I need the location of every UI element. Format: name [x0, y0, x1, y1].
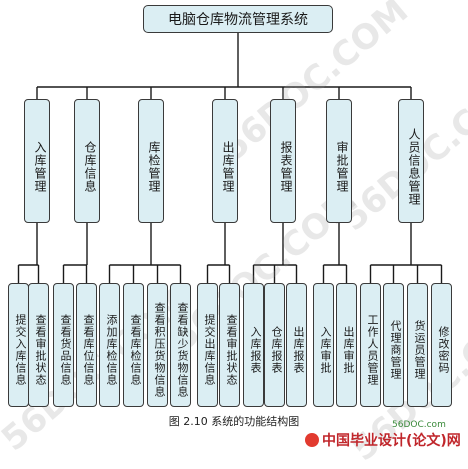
- function-label: 出库报表: [292, 326, 305, 374]
- function-box: 入库报表: [243, 283, 264, 407]
- function-box: 提交入库信息: [8, 283, 29, 407]
- brand-logo: 中国毕业设计(论文)网: [305, 430, 461, 450]
- function-box: 查看审批状态: [219, 283, 240, 407]
- function-label: 修改密码: [437, 326, 450, 374]
- brand-name: 中国毕业设计(论文)网: [322, 433, 461, 449]
- function-label: 代理商管理: [389, 320, 402, 380]
- function-label: 提交入库信息: [14, 314, 27, 386]
- function-box: 货运员管理: [407, 283, 428, 407]
- function-label: 查看缺少货物信息: [176, 302, 189, 398]
- system-title: 电脑仓库物流管理系统: [168, 12, 308, 28]
- function-label: 提交出库信息: [203, 314, 216, 386]
- function-box: 工作人员管理: [360, 283, 381, 407]
- function-box: 查看库检信息: [123, 283, 144, 407]
- function-box: 查看库位信息: [76, 283, 97, 407]
- module-label: 库检管理: [147, 141, 161, 193]
- module-box: 出库管理: [212, 99, 238, 223]
- module-label: 入库管理: [33, 141, 47, 193]
- figure-caption: 图 2.10 系统的功能结构图: [168, 415, 300, 428]
- module-box: 报表管理: [270, 99, 296, 223]
- module-label: 出库管理: [221, 141, 235, 193]
- module-box: 仓库信息: [74, 99, 100, 223]
- system-title-box: 电脑仓库物流管理系统: [143, 5, 333, 33]
- function-box: 仓库报表: [264, 283, 285, 407]
- brand-site: 56DOC.com: [392, 420, 446, 430]
- function-box: 代理商管理: [383, 283, 404, 407]
- function-label: 查看库检信息: [129, 314, 142, 386]
- function-label: 仓库报表: [270, 326, 283, 374]
- function-box: 入库审批: [313, 283, 334, 407]
- function-label: 出库审批: [342, 326, 355, 374]
- function-label: 添加库检信息: [105, 314, 118, 386]
- function-label: 入库审批: [319, 326, 332, 374]
- brand-seal-icon: [305, 433, 319, 447]
- function-box: 出库审批: [336, 283, 357, 407]
- function-label: 查看审批状态: [34, 314, 47, 386]
- function-label: 工作人员管理: [366, 314, 379, 386]
- function-box: 添加库检信息: [99, 283, 120, 407]
- function-box: 查看缺少货物信息: [170, 283, 191, 407]
- connector-lines: [17, 33, 443, 283]
- function-label: 入库报表: [249, 326, 262, 374]
- module-box: 库检管理: [138, 99, 164, 223]
- module-label: 报表管理: [279, 141, 293, 193]
- module-box: 入库管理: [24, 99, 50, 223]
- function-label: 货运员管理: [413, 320, 426, 380]
- module-label: 人员信息管理: [407, 128, 421, 206]
- function-label: 查看审批状态: [225, 314, 238, 386]
- function-label: 查看库位信息: [82, 314, 95, 386]
- function-box: 提交出库信息: [197, 283, 218, 407]
- module-box: 审批管理: [326, 99, 352, 223]
- module-box: 人员信息管理: [398, 99, 424, 223]
- function-box: 出库报表: [286, 283, 307, 407]
- function-label: 查看积压货物信息: [153, 302, 166, 398]
- module-label: 仓库信息: [83, 141, 97, 193]
- function-box: 查看审批状态: [28, 283, 49, 407]
- function-box: 修改密码: [431, 283, 452, 407]
- module-label: 审批管理: [335, 141, 349, 193]
- function-label: 查看货品信息: [59, 314, 72, 386]
- function-box: 查看货品信息: [53, 283, 74, 407]
- function-box: 查看积压货物信息: [147, 283, 168, 407]
